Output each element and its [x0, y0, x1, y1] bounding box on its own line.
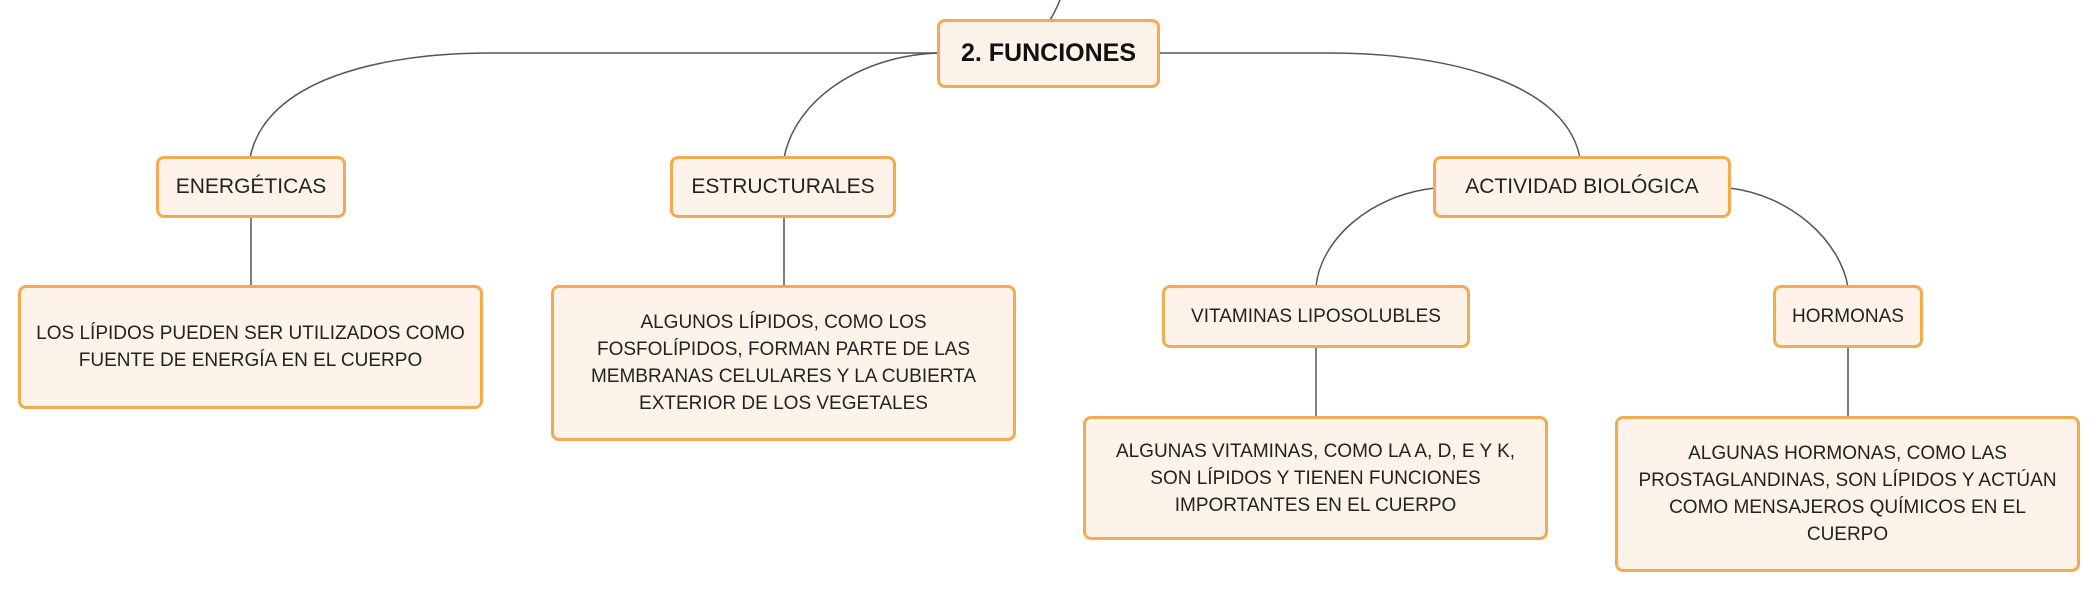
- link-actividad-vitaminas: [1315, 187, 1436, 288]
- link-from-parent: [1049, 0, 1061, 21]
- link-actividad-hormonas: [1728, 187, 1849, 288]
- detail-energeticas[interactable]: LOS LÍPIDOS PUEDEN SER UTILIZADOS COMO F…: [18, 285, 483, 409]
- root-label: 2. FUNCIONES: [960, 39, 1137, 67]
- root-node[interactable]: 2. FUNCIONES: [937, 19, 1160, 88]
- estructurales-label: ESTRUCTURALES: [691, 175, 875, 198]
- vitaminas-label: VITAMINAS LIPOSOLUBLES: [1191, 305, 1441, 327]
- link-root-estructurales: [783, 52, 938, 159]
- actividad-label: ACTIVIDAD BIOLÓGICA: [1465, 175, 1699, 198]
- node-energeticas[interactable]: ENERGÉTICAS: [156, 156, 346, 218]
- node-vitaminas-liposolubles[interactable]: VITAMINAS LIPOSOLUBLES: [1162, 285, 1470, 348]
- hormonas-detail-text: ALGUNAS HORMONAS, COMO LAS PROSTAGLANDIN…: [1638, 443, 2057, 545]
- hormonas-label: HORMONAS: [1792, 305, 1904, 327]
- link-root-actividad: [1160, 52, 1581, 159]
- link-root-energeticas: [249, 52, 937, 159]
- energeticas-label: ENERGÉTICAS: [175, 175, 327, 198]
- node-actividad-biologica[interactable]: ACTIVIDAD BIOLÓGICA: [1433, 156, 1731, 218]
- estructurales-detail-text: ALGUNOS LÍPIDOS, COMO LOS FOSFOLÍPIDOS, …: [590, 312, 977, 414]
- detail-estructurales[interactable]: ALGUNOS LÍPIDOS, COMO LOS FOSFOLÍPIDOS, …: [551, 285, 1016, 441]
- detail-vitaminas[interactable]: ALGUNAS VITAMINAS, COMO LA A, D, E Y K, …: [1083, 416, 1548, 540]
- vitaminas-detail-text: ALGUNAS VITAMINAS, COMO LA A, D, E Y K, …: [1115, 440, 1516, 516]
- detail-hormonas[interactable]: ALGUNAS HORMONAS, COMO LAS PROSTAGLANDIN…: [1615, 416, 2080, 572]
- energeticas-detail-text: LOS LÍPIDOS PUEDEN SER UTILIZADOS COMO F…: [36, 323, 465, 371]
- node-estructurales[interactable]: ESTRUCTURALES: [670, 156, 896, 218]
- node-hormonas[interactable]: HORMONAS: [1773, 285, 1923, 348]
